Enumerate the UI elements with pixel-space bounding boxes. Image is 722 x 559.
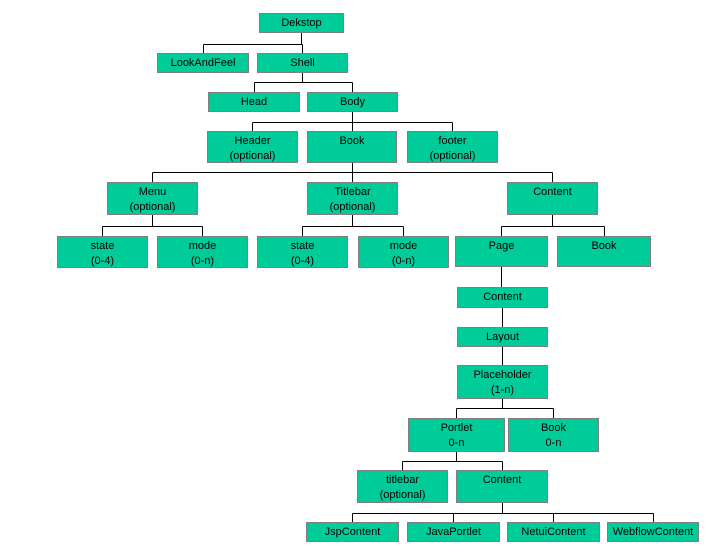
node-content-page: Content: [457, 287, 548, 308]
node-jspcontent: JspContent: [306, 522, 399, 542]
node-shell: Shell: [257, 53, 348, 73]
node-lookandfeel: LookAndFeel: [157, 53, 249, 73]
node-webflowcontent: WebflowContent: [607, 522, 699, 542]
node-book-body: Book: [307, 131, 397, 163]
node-head: Head: [208, 92, 300, 112]
node-book-placeholder: Book 0-n: [508, 418, 599, 452]
node-portlet: Portlet 0-n: [408, 418, 505, 452]
node-placeholder: Placeholder (1-n): [457, 365, 548, 399]
node-dekstop: Dekstop: [259, 13, 344, 33]
node-header-optional: Header (optional): [207, 131, 298, 163]
node-content-book: Content: [507, 182, 598, 215]
node-titlebar-mode: mode (0-n): [358, 236, 449, 268]
node-netuicontent: NetuiContent: [507, 522, 600, 542]
node-footer-optional: footer (optional): [407, 131, 498, 163]
node-titlebar-state: state (0-4): [257, 236, 348, 268]
node-menu-mode: mode (0-n): [157, 236, 248, 268]
node-book-under-content: Book: [557, 236, 651, 267]
node-titlebar-portlet: titlebar (optional): [357, 470, 448, 503]
node-javaportlet: JavaPortlet: [407, 522, 500, 542]
node-titlebar-optional: Titlebar (optional): [307, 182, 398, 215]
node-page: Page: [455, 236, 548, 267]
node-layout: Layout: [457, 327, 548, 347]
node-content-portlet: Content: [456, 470, 548, 503]
node-menu-state: state (0-4): [57, 236, 148, 268]
node-body: Body: [307, 92, 398, 112]
node-menu-optional: Menu (optional): [107, 182, 198, 215]
